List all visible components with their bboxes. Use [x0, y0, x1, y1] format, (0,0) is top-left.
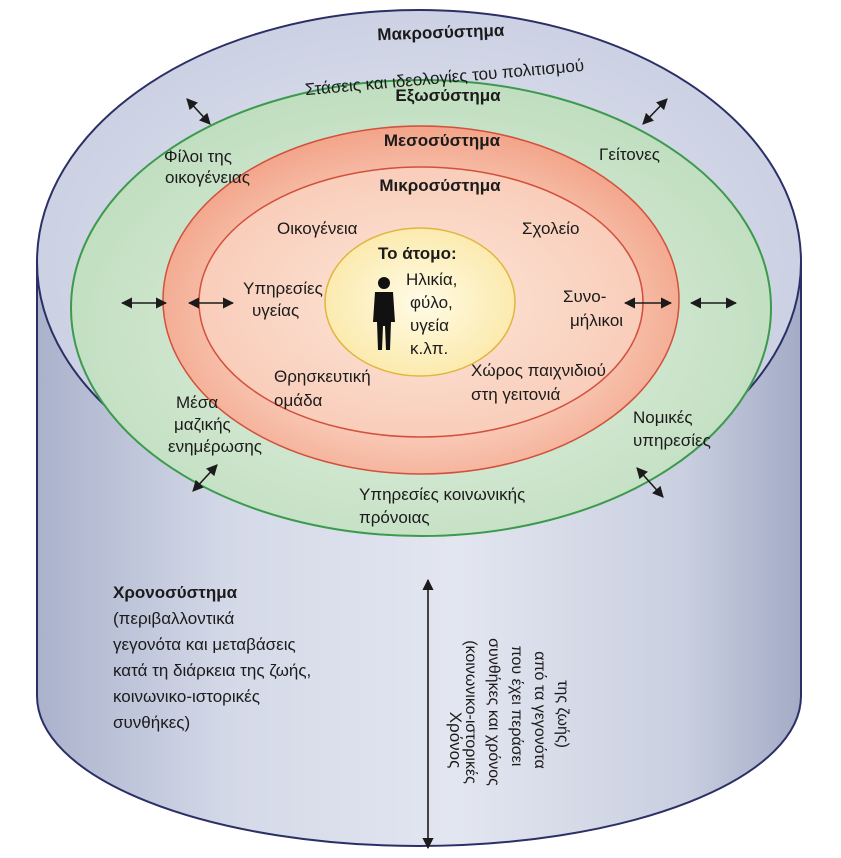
welfare-services-label-1: Υπηρεσίες κοινωνικής — [359, 485, 525, 504]
legal-services-label-2: υπηρεσίες — [633, 431, 711, 450]
peers-label-2: μήλικοι — [570, 311, 623, 330]
exosystem-title: Εξωσύστημα — [395, 86, 501, 105]
mesosystem-title: Μεσοσύστημα — [384, 131, 501, 150]
individual-line-4: κ.λπ. — [410, 339, 448, 358]
arrow-media — [192, 464, 218, 492]
religious-group-label-1: Θρησκευτική — [274, 367, 371, 386]
chronosystem-line-4: κοινωνικο-ιστορικές — [113, 687, 260, 706]
media-label-2: μαζικής — [174, 415, 231, 434]
time-axis-label: Χρόνος — [446, 712, 465, 769]
individual-line-1: Ηλικία, — [406, 270, 457, 289]
chronosystem-line-5: συνθήκες) — [113, 713, 190, 732]
arrow-friends — [186, 98, 211, 125]
microsystem-title: Μικροσύστημα — [379, 176, 501, 195]
time-axis-note-4: από τα γεγονότα — [531, 651, 548, 768]
welfare-services-label-2: πρόνοιας — [359, 508, 430, 527]
individual-title: Το άτομο: — [378, 244, 457, 263]
friends-of-family-label-1: Φίλοι της — [164, 147, 232, 166]
health-services-label-2: υγείας — [252, 301, 299, 320]
playground-label-1: Χώρος παιχνιδιού — [471, 361, 606, 380]
legal-services-label-1: Νομικές — [633, 408, 693, 427]
media-label-3: ενημέρωσης — [168, 437, 262, 456]
peers-label-1: Συνο- — [563, 287, 606, 306]
arrow-neighbors — [642, 98, 668, 125]
religious-group-label-2: ομάδα — [274, 391, 323, 410]
person-silhouette-icon — [373, 277, 395, 350]
individual-ellipse — [324, 227, 516, 377]
chronosystem-line-3: κατά τη διάρκεια της ζωής, — [113, 661, 311, 680]
time-axis-note-3: που έχει περάσει — [508, 646, 525, 767]
school-label: Σχολείο — [522, 219, 579, 238]
arrow-legal — [636, 467, 664, 498]
macrosystem-title: Μακροσύστημα — [377, 21, 505, 44]
chronosystem-line-2: γεγονότα και μεταβάσεις — [113, 635, 296, 654]
friends-of-family-label-2: οικογένειας — [165, 168, 250, 187]
individual-line-2: φύλο, — [410, 293, 453, 312]
individual-line-3: υγεία — [410, 316, 449, 335]
time-axis-note-2: συνθήκες και χρόνος — [485, 638, 502, 786]
time-axis-note-5: της ζωής) — [554, 680, 571, 748]
playground-label-2: στη γειτονιά — [471, 385, 560, 404]
chronosystem-title: Χρονοσύστημα — [113, 583, 238, 602]
chronosystem-line-1: (περιβαλλοντικά — [113, 609, 235, 628]
family-label: Οικογένεια — [277, 219, 358, 238]
health-services-label-1: Υπηρεσίες — [243, 279, 323, 298]
media-label-1: Μέσα — [176, 393, 218, 412]
time-axis-note-1: (κοινωνικο-ιστορικές — [462, 640, 479, 784]
neighbors-label: Γείτονες — [599, 145, 660, 164]
